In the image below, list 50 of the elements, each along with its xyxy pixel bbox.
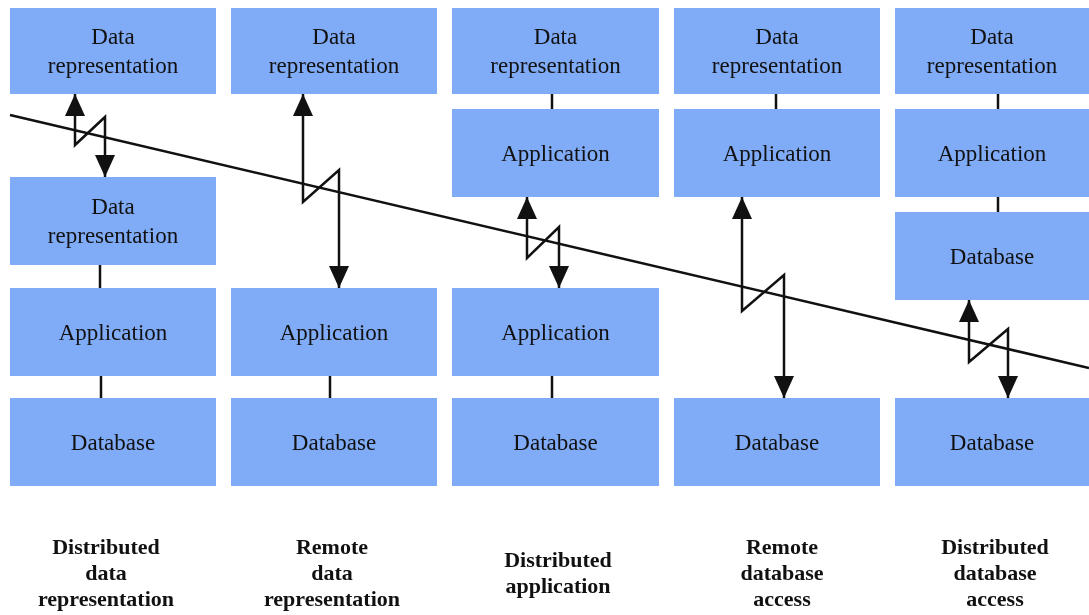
layer-box: [674, 109, 880, 197]
layer-box: [452, 398, 659, 486]
box-label: Data representation: [46, 193, 180, 250]
layer-box: [10, 8, 216, 94]
layer-box: [895, 398, 1089, 486]
box-label: Data representation: [267, 23, 401, 80]
layer-box: [674, 398, 880, 486]
connector-line: [328, 376, 332, 398]
box-label: Data representation: [710, 23, 844, 80]
column-caption: Remote database access: [740, 534, 824, 612]
layer-box: [895, 109, 1089, 197]
layer-box: [10, 398, 216, 486]
layer-box: [231, 398, 437, 486]
double-arrow: [65, 94, 115, 177]
layer-box: [231, 288, 437, 376]
box-label: Database: [291, 428, 377, 457]
double-arrow: [732, 197, 794, 398]
layer-box: [452, 288, 659, 376]
connector-line: [550, 376, 554, 398]
layer-box: [895, 8, 1089, 94]
box-label: Data representation: [46, 23, 180, 80]
connector-line: [99, 376, 103, 398]
box-label: Database: [70, 428, 156, 457]
layer-box: [231, 8, 437, 94]
box-label: Database: [513, 428, 598, 457]
box-label: Application: [501, 139, 610, 168]
box-label: Database: [734, 428, 820, 457]
connector-line: [98, 265, 102, 288]
box-label: Data representation: [489, 23, 622, 80]
layer-box: [674, 8, 880, 94]
box-label: Application: [501, 318, 610, 347]
box-label: Database: [949, 428, 1035, 457]
box-label: Application: [58, 318, 168, 347]
layer-box: [452, 109, 659, 197]
layer-box: [452, 8, 659, 94]
double-arrow: [959, 300, 1018, 398]
layer-box: [10, 177, 216, 265]
column-caption: Distributed application: [504, 547, 612, 599]
box-label: Data representation: [925, 23, 1059, 80]
column-caption: Distributed data representation: [37, 534, 175, 612]
column-caption: Remote data representation: [263, 534, 401, 612]
box-label: Application: [722, 139, 832, 168]
box-label: Database: [949, 242, 1035, 271]
box-label: Application: [279, 318, 389, 347]
column-caption: Distributed database access: [941, 534, 1049, 612]
box-label: Application: [937, 139, 1047, 168]
double-arrow: [293, 94, 349, 288]
layer-box: [895, 212, 1089, 300]
layer-box: [10, 288, 216, 376]
double-arrow: [517, 197, 569, 288]
